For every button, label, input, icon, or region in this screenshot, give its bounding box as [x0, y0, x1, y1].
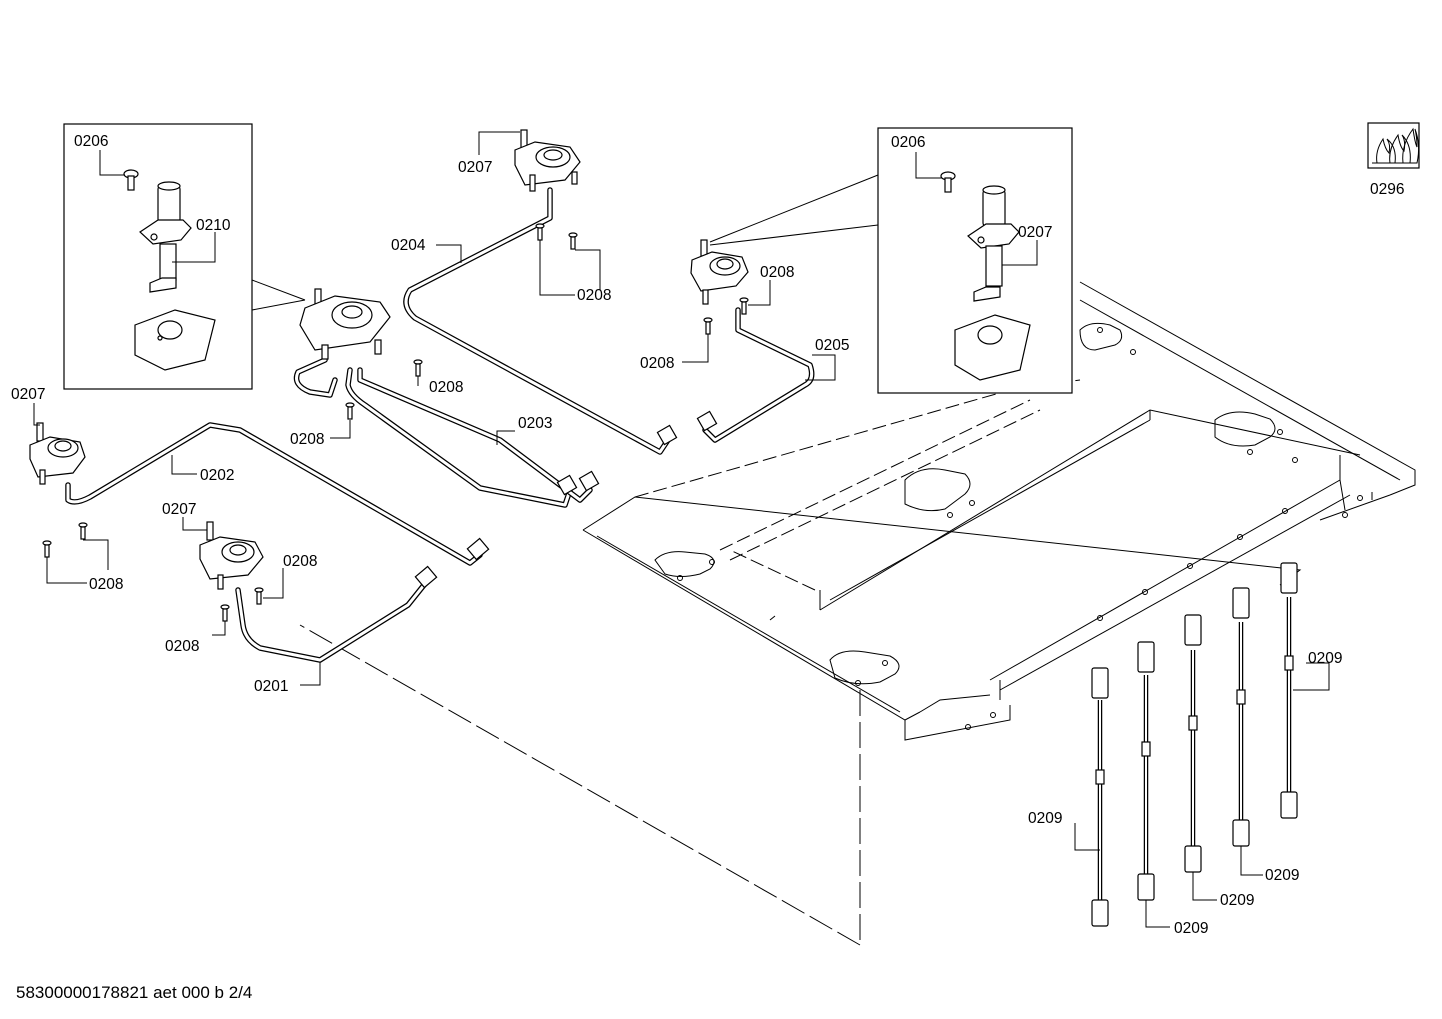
wire-harness-0209-a — [1091, 667, 1109, 927]
wire-harness-0209-d — [1232, 587, 1250, 847]
callout-0208-valve-top: 0208 — [577, 287, 611, 304]
callout-0210: 0210 — [196, 217, 231, 234]
callout-0208-valve-center-b: 0208 — [290, 431, 324, 448]
leader-lines — [33, 131, 1330, 928]
callout-0202: 0202 — [200, 467, 234, 484]
callout-labels: 0206 0210 0206 0207 0207 0208 0204 0208 … — [11, 133, 1404, 937]
gas-tube-0203 — [293, 357, 600, 508]
callout-0207-valve-top: 0207 — [458, 159, 492, 176]
gas-tube-0205 — [696, 307, 815, 443]
gas-tube-0202 — [65, 422, 490, 566]
callout-0208-valve-right-a: 0208 — [760, 264, 794, 281]
callout-0207-detail-right: 0207 — [1018, 224, 1052, 241]
gas-valve-left — [29, 422, 86, 485]
callout-0208-valve-front-a: 0208 — [283, 553, 317, 570]
callout-0208-valve-center-a: 0208 — [429, 379, 463, 396]
wire-harness-0209-b — [1137, 641, 1155, 901]
gas-tube-0204 — [403, 187, 678, 455]
callout-0209-a: 0209 — [1028, 810, 1062, 827]
callout-0208-valve-right-b: 0208 — [640, 355, 674, 372]
callout-0209-e: 0209 — [1308, 650, 1342, 667]
callout-0201: 0201 — [254, 678, 288, 695]
screw-0206-left — [123, 169, 139, 191]
gas-valve-center — [299, 288, 391, 360]
callout-0206-detail-right: 0206 — [891, 134, 925, 151]
gas-flame-icon — [1367, 122, 1420, 169]
callout-0209-d: 0209 — [1265, 867, 1299, 884]
callout-0203: 0203 — [518, 415, 552, 432]
detail-box-left — [63, 123, 306, 390]
document-code-footer: 58300000178821 aet 000 b 2/4 — [16, 983, 252, 1002]
flame-icon-label: 0296 — [1370, 181, 1404, 198]
wire-harness-0209-c — [1184, 614, 1202, 873]
callout-0208-valve-left: 0208 — [89, 576, 123, 593]
callout-0206-detail-left: 0206 — [74, 133, 108, 150]
callout-0209-b: 0209 — [1174, 920, 1208, 937]
detail-box-right — [709, 127, 1073, 394]
thermocouple-0210 — [139, 181, 192, 293]
gas-valve-top — [514, 129, 581, 192]
callout-0205: 0205 — [815, 337, 849, 354]
callout-0207-valve-front: 0207 — [162, 501, 196, 518]
burner-mount-block-left — [134, 309, 216, 371]
thermocouple-0207-detail — [967, 185, 1020, 302]
gas-valve-front — [199, 521, 264, 590]
gas-valve-right — [690, 239, 749, 305]
screw-0206-right — [940, 171, 956, 193]
callout-0208-valve-front-b: 0208 — [165, 638, 199, 655]
callout-0209-c: 0209 — [1220, 892, 1254, 909]
callout-0207-valve-left: 0207 — [11, 386, 45, 403]
screws-0208 — [42, 223, 749, 622]
gas-tube-0201 — [235, 565, 438, 663]
callout-0204: 0204 — [391, 237, 426, 254]
burner-mount-block-right — [954, 314, 1031, 381]
wire-harness-0209-e — [1280, 562, 1298, 819]
